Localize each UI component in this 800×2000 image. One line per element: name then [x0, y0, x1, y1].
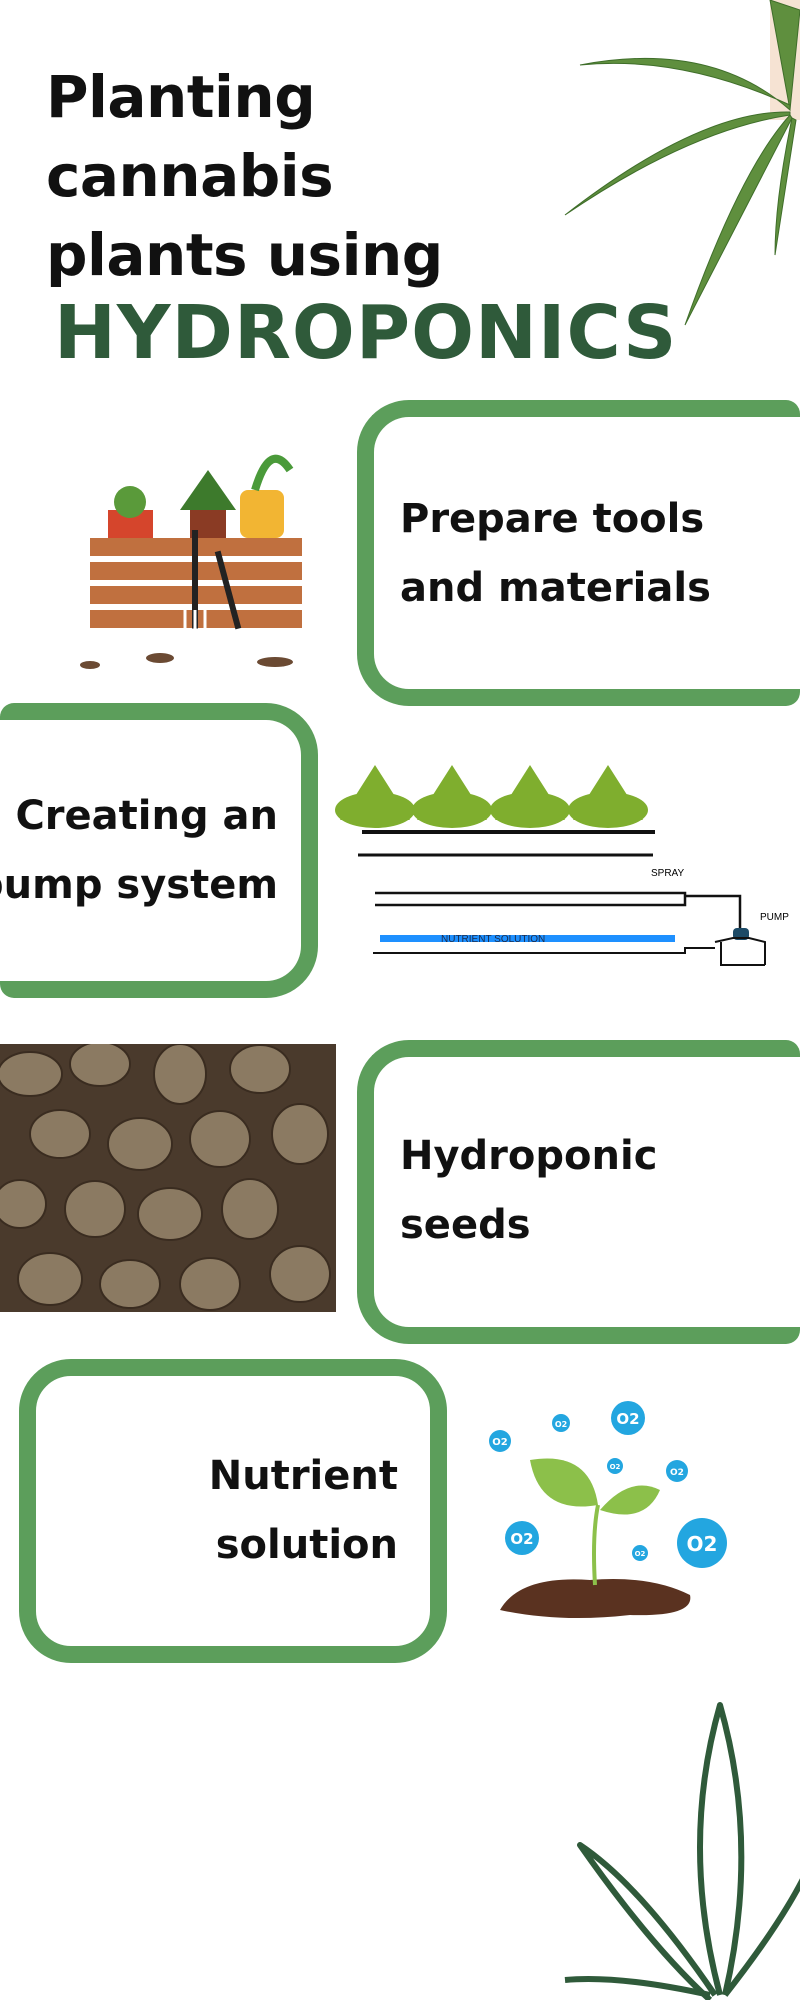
cannabis-seeds-photo — [0, 1044, 336, 1312]
title-line: cannabis — [46, 142, 334, 210]
step-line: seeds — [400, 1202, 531, 1248]
step-label-pump-system: Creating an pump system — [0, 782, 278, 920]
sprout-oxygen-image: O2 O2 O2 O2 O2 O2 O2 O2 — [489, 1401, 727, 1619]
step-line: Prepare tools — [400, 496, 705, 542]
step-line: Nutrient — [208, 1453, 398, 1499]
oxygen-bubble: O2 — [555, 1420, 567, 1429]
title-line: plants using — [46, 221, 443, 289]
oxygen-bubble: O2 — [635, 1550, 646, 1558]
oxygen-bubble: O2 — [670, 1468, 684, 1478]
nutrient-solution-label: NUTRIENT SOLUTION — [441, 934, 545, 945]
pump-label: PUMP — [760, 912, 789, 923]
step-line: Hydroponic — [400, 1133, 658, 1179]
oxygen-bubble: O2 — [510, 1530, 533, 1548]
oxygen-bubble: O2 — [610, 1463, 621, 1471]
cannabis-leaf-outline-icon — [564, 1702, 800, 2000]
step-line: pump system — [0, 862, 278, 908]
step-card-hydroponic-seeds — [357, 1040, 800, 1344]
step-label-nutrient-solution: Nutrient solution — [209, 1442, 398, 1580]
hydroponic-pump-diagram: SPRAY NUTRIENT SOLUTION PUMP — [335, 765, 789, 966]
step-line: Creating an — [15, 793, 278, 839]
spray-label: SPRAY — [651, 868, 684, 879]
step-card-nutrient-solution — [19, 1359, 447, 1663]
step-line: and materials — [400, 565, 711, 611]
oxygen-bubble: O2 — [687, 1532, 718, 1556]
title-highlight: HYDROPONICS — [54, 290, 678, 376]
step-card-prepare-tools — [357, 400, 800, 706]
page-title: Planting cannabis plants using — [46, 58, 443, 295]
step-line: solution — [215, 1522, 398, 1568]
cannabis-leaf-icon — [564, 0, 800, 326]
oxygen-bubble: O2 — [616, 1410, 639, 1428]
step-label-hydroponic-seeds: Hydroponic seeds — [400, 1122, 657, 1260]
step-card-pump-system — [0, 703, 318, 998]
gardening-tools-image — [80, 454, 302, 669]
title-line: Planting — [46, 63, 316, 131]
oxygen-bubble: O2 — [492, 1437, 508, 1448]
step-label-prepare-tools: Prepare tools and materials — [400, 485, 711, 623]
